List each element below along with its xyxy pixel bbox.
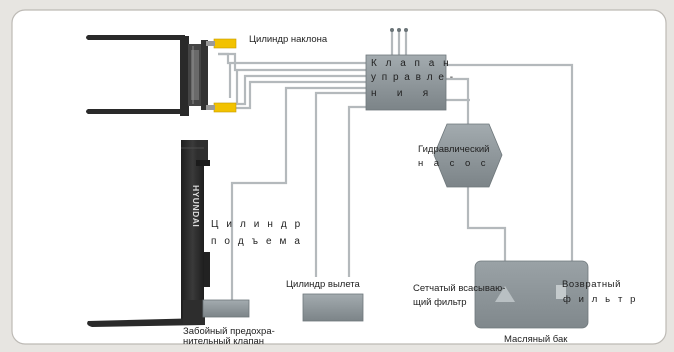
- safety-valve: [202, 299, 250, 318]
- tilt-cylinder: [206, 38, 237, 113]
- suction-filter-label-line2: щий фильтр: [413, 297, 467, 308]
- lift-cylinder-label-line1: Ц и л и н д р: [211, 219, 303, 230]
- oil-tank: [474, 260, 589, 329]
- control-valve-label-line1: К л а п а н: [371, 58, 452, 69]
- hydraulic-hoses: [218, 30, 574, 300]
- safety-valve-label-line1: Забойный предохра-: [183, 326, 275, 337]
- return-filter-label-line1: Возвратный: [562, 279, 622, 290]
- brand-logo: HYUNDAI: [191, 185, 201, 227]
- pump-label-line1: Гидравлический: [418, 144, 490, 155]
- lift-cylinder-label-line2: п о д ъ е м а: [211, 236, 303, 247]
- diagram-panel: [11, 9, 667, 345]
- hydraulic-pump: [433, 123, 503, 188]
- control-valve-label-line2: у п р а в л е -: [371, 72, 455, 83]
- suction-filter: [495, 286, 515, 302]
- safety-valve-label-line2: нительный клапан: [183, 336, 265, 347]
- reach-cylinder-label: Цилиндр вылета: [286, 279, 360, 290]
- mast: [87, 140, 210, 327]
- tilt-cylinder-label: Цилиндр наклона: [249, 34, 328, 45]
- return-filter: [556, 285, 566, 299]
- reach-cylinder: [302, 293, 364, 322]
- hose-caps: [390, 28, 408, 32]
- control-valve-label-line3: н и я: [371, 88, 432, 99]
- return-filter-label-line2: ф и л ь т р: [563, 294, 639, 305]
- suction-filter-label-line1: Сетчатый всасываю-: [413, 283, 506, 294]
- oil-tank-label: Масляный бак: [504, 334, 568, 345]
- pump-label-line2: н а с о с: [418, 158, 486, 169]
- fork-assembly: [86, 35, 208, 116]
- control-valve: [365, 54, 447, 111]
